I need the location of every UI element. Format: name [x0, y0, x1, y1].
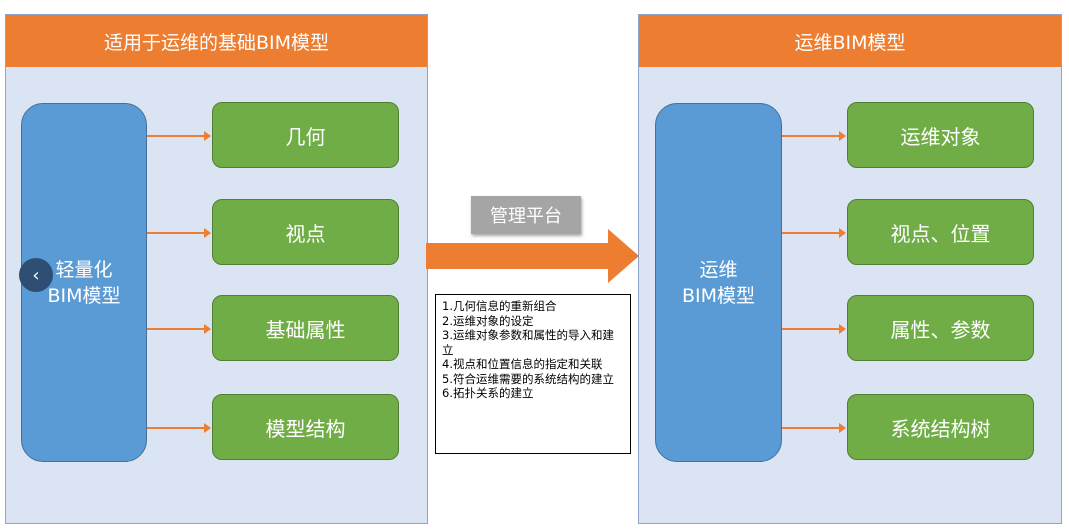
process-arrow-shape — [426, 229, 639, 283]
right-connector-1 — [782, 131, 846, 141]
left-connector-3 — [147, 324, 211, 334]
right-item-viewpoint-location: 视点、位置 — [847, 199, 1034, 265]
left-connector-4 — [147, 423, 211, 433]
right-connector-2 — [782, 228, 846, 238]
step-item: 3.运维对象参数和属性的导入和建立 — [442, 328, 614, 357]
left-item-basic-properties: 基础属性 — [212, 295, 399, 361]
step-item: 4.视点和位置信息的指定和关联 — [442, 357, 603, 371]
right-panel-title: 运维BIM模型 — [639, 15, 1061, 67]
right-item-om-objects: 运维对象 — [847, 102, 1034, 168]
step-item: 1.几何信息的重新组合 — [442, 299, 557, 313]
step-item: 6.拓扑关系的建立 — [442, 386, 534, 400]
management-platform-label: 管理平台 — [471, 196, 581, 234]
right-connector-3 — [782, 324, 846, 334]
chevron-left-icon: ‹ — [32, 264, 40, 286]
om-bim-line2: BIM模型 — [681, 284, 756, 307]
left-item-viewpoint: 视点 — [212, 199, 399, 265]
left-connector-1 — [147, 131, 211, 141]
left-item-model-structure: 模型结构 — [212, 394, 399, 460]
om-bim-line1: 运维 — [699, 258, 738, 281]
right-connector-4 — [782, 423, 846, 433]
right-item-properties-parameters: 属性、参数 — [847, 295, 1034, 361]
right-item-system-tree: 系统结构树 — [847, 394, 1034, 460]
steps-list: 1.几何信息的重新组合 2.运维对象的设定 3.运维对象参数和属性的导入和建立 … — [435, 294, 631, 454]
om-bim-block: 运维 BIM模型 — [655, 103, 782, 462]
left-panel-title: 适用于运维的基础BIM模型 — [6, 15, 427, 67]
step-item: 2.运维对象的设定 — [442, 313, 534, 328]
left-connector-2 — [147, 228, 211, 238]
lightweight-bim-block: 轻量化 BIM模型 — [21, 103, 147, 462]
step-item: 5.符合运维需要的系统结构的建立 — [442, 371, 614, 386]
process-arrow — [426, 229, 639, 283]
left-item-geometry: 几何 — [212, 102, 399, 168]
lightweight-bim-line1: 轻量化 — [55, 258, 113, 281]
prev-slide-button[interactable]: ‹ — [19, 258, 53, 292]
lightweight-bim-line2: BIM模型 — [47, 284, 121, 307]
